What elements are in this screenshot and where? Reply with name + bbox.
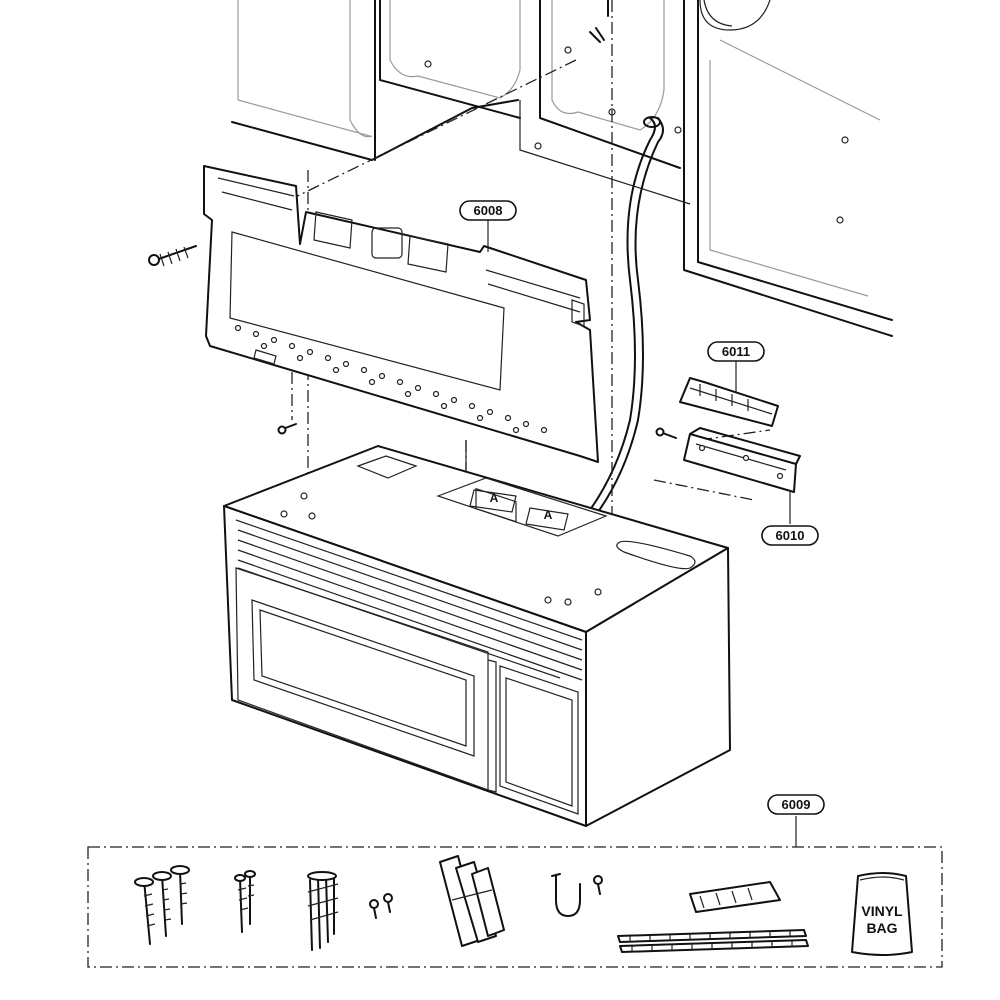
- kit-toggle-bolts: [307, 871, 339, 951]
- wall-screw: [148, 245, 197, 267]
- small-screw-left: [277, 423, 297, 435]
- kit-toggle-wings: [439, 855, 505, 947]
- microwave-oven: [223, 440, 731, 827]
- callout-6009: 6009: [767, 794, 825, 815]
- wall-mounting-plate: [203, 165, 599, 463]
- vinyl-bag-label-line2: BAG: [866, 920, 897, 936]
- kit-wood-screws: [234, 870, 256, 933]
- kit-long-screws: [134, 865, 190, 945]
- kit-damper-clip: [689, 881, 781, 913]
- box-label-a-left: A: [490, 491, 499, 505]
- kit-vinyl-bag: VINYL BAG: [851, 872, 913, 956]
- callout-6008: 6008: [459, 200, 517, 221]
- vinyl-bag-label-line1: VINYL: [861, 903, 903, 919]
- upper-cabinets: [231, 0, 893, 337]
- kit-cord-clamp: [551, 873, 603, 917]
- hardware-kit-box: [87, 816, 943, 968]
- exhaust-damper: [679, 377, 779, 427]
- leaders: [487, 220, 791, 524]
- kit-foam-strips: [617, 929, 809, 953]
- callout-6010: 6010: [761, 525, 819, 546]
- small-screw-right: [655, 427, 677, 439]
- part-number-6010: 6010: [776, 528, 805, 543]
- part-number-6008: 6008: [474, 203, 503, 218]
- callout-6011: 6011: [707, 341, 765, 362]
- plate-holes-row: [234, 324, 548, 434]
- kit-small-screws: [369, 893, 393, 919]
- top-box-labels: A A: [490, 491, 553, 522]
- part-number-6009: 6009: [782, 797, 811, 812]
- duct-adapter: [683, 427, 801, 493]
- box-label-a-right: A: [544, 508, 553, 522]
- part-number-6011: 6011: [722, 344, 750, 359]
